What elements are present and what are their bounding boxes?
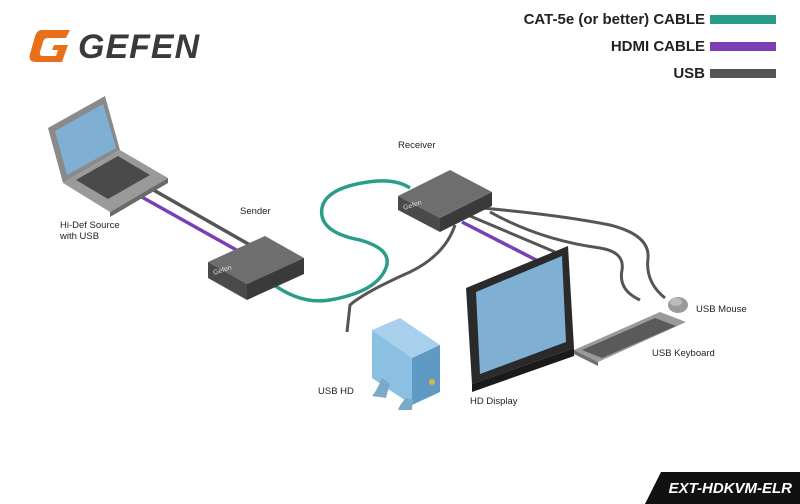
legend-label-hdmi: HDMI CABLE (610, 38, 705, 55)
legend-label-usb: USB (673, 65, 705, 82)
usb-cable-receiver-hd (345, 224, 457, 333)
legend-swatch-cat5 (710, 15, 776, 24)
model-banner (645, 472, 800, 504)
keyboard-label: USB Keyboard (652, 348, 715, 359)
usb-cable-receiver-display (469, 214, 556, 254)
usb-cable-receiver-mouse (481, 206, 666, 300)
receiver-box-icon: Gefen (398, 170, 492, 232)
source-label: Hi-Def Source with USB (60, 220, 120, 242)
sender-label: Sender (240, 206, 271, 217)
hdmi-cable-source-sender (139, 194, 241, 254)
legend-swatch-hdmi (710, 42, 776, 51)
usb-cable-receiver-keyboard (489, 210, 641, 302)
sender-box-icon: Gefen (208, 236, 304, 300)
usb-cable-source-sender (149, 186, 251, 247)
keyboard-icon (574, 312, 686, 366)
cat5-cable (268, 179, 411, 303)
legend-swatch-usb (710, 69, 776, 78)
model-number: EXT-HDKVM-ELR (668, 480, 792, 497)
mouse-icon (668, 297, 688, 313)
usb-hd-label: USB HD (318, 386, 354, 397)
hdmi-cable-receiver-display (461, 220, 541, 264)
brand-logo: GEFEN (78, 28, 201, 66)
gefen-logo-icon (29, 30, 71, 62)
usb-hard-drive-icon (372, 318, 440, 410)
mouse-label: USB Mouse (696, 304, 747, 315)
receiver-label: Receiver (398, 140, 436, 151)
laptop-icon (48, 96, 168, 217)
hd-display-icon (466, 246, 574, 392)
legend-label-cat5: CAT-5e (or better) CABLE (523, 11, 705, 28)
display-label: HD Display (470, 396, 518, 407)
